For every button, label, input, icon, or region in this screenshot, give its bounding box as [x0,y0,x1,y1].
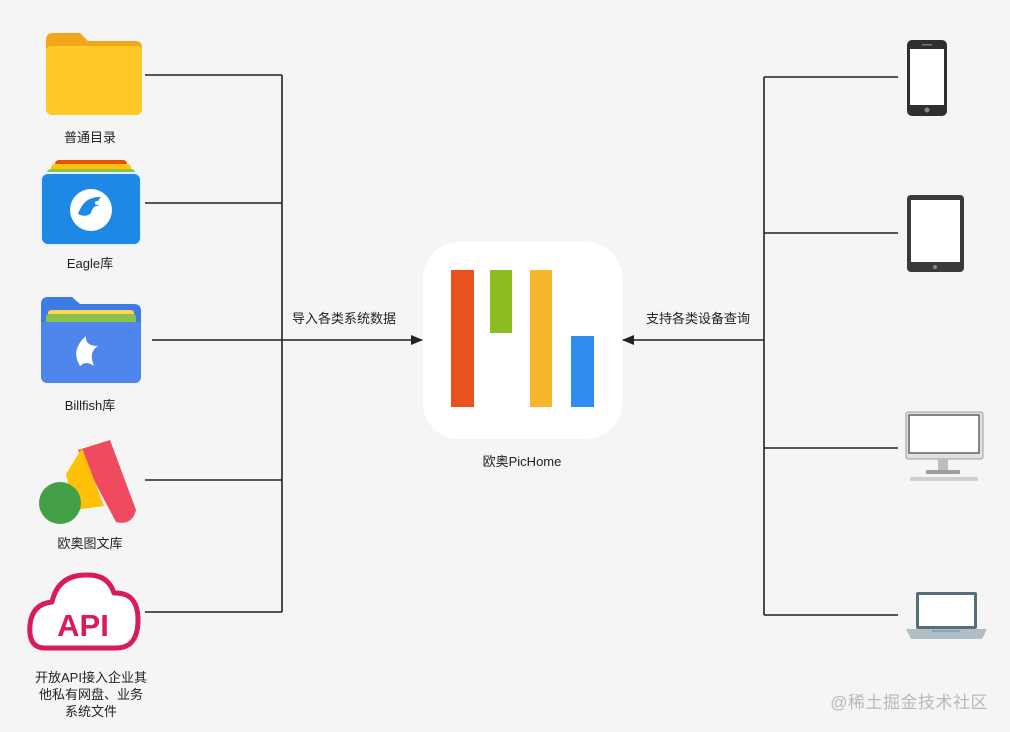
source-label-eagle: Eagle库 [66,256,114,271]
desktop-monitor-icon [905,411,984,481]
source-label-api: 开放API接入企业其 他私有网盘、业务 系统文件 [35,670,147,719]
import-edge-label: 导入各类系统数据 [292,311,396,326]
laptop-icon [906,592,987,639]
api-cloud-icon: API [27,572,141,651]
billfish-library-icon [41,297,141,383]
right-connectors [622,76,898,616]
center-label: 欧奥PicHome [482,454,562,469]
tablet-icon [907,195,964,272]
folder-icon [46,33,142,115]
devices-edge-label: 支持各类设备查询 [646,311,750,326]
source-label-folder: 普通目录 [63,130,116,145]
pichome-logo-icon [423,242,622,439]
eagle-library-icon [40,160,142,246]
left-connectors [145,74,423,613]
smartphone-icon [907,40,947,116]
api-badge-text: API [57,608,109,643]
source-label-ouao: 欧奥图文库 [57,536,123,551]
ouao-library-icon [39,440,136,524]
source-label-billfish: Billfish库 [64,398,116,413]
watermark: @稀土掘金技术社区 [830,693,988,712]
